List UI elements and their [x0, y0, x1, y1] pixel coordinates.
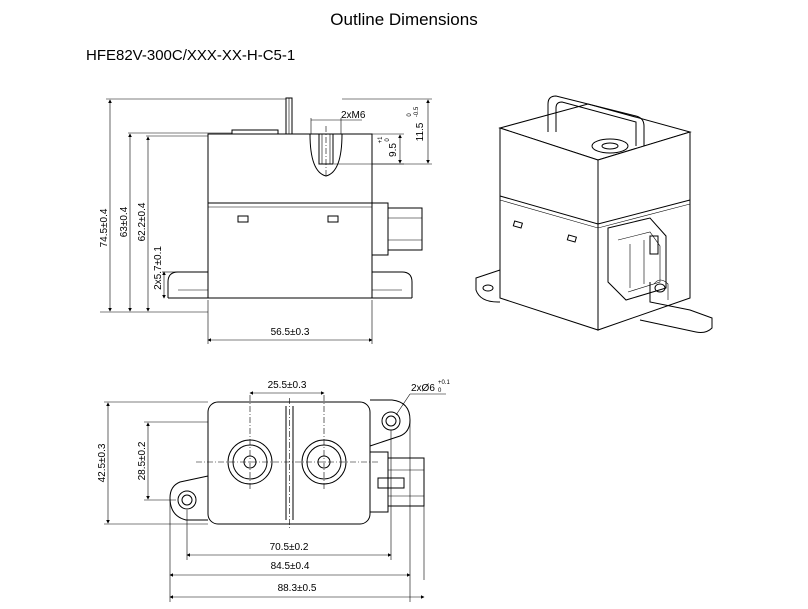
top-view: 25.5±0.3 2xØ6 +0.1 0 42.5±0.3 28.5±0.2 7…	[97, 380, 451, 602]
dim-thread-depth-tol-upper: +1	[378, 136, 384, 144]
isometric-view	[475, 95, 713, 333]
dim-depth-total: 42.5±0.3	[97, 443, 108, 482]
dim-length-mid: 84.5±0.4	[271, 561, 310, 572]
dim-stud-height: 11.5	[415, 122, 426, 141]
dim-height-body: 63±0.4	[119, 206, 130, 237]
hole-tol-upper: +0.1	[438, 380, 451, 386]
dim-thread-depth: 9.5	[388, 143, 399, 157]
front-view: 2xM6 74.5±0.4 63±0.4 62.2±0.4 2x5.7±0.1 …	[99, 97, 432, 344]
front-body	[207, 133, 373, 299]
hole-label: 2xØ6	[411, 383, 435, 394]
coil-connector	[387, 207, 423, 251]
model-number: HFE82V-300C/XXX-XX-H-C5-1	[86, 47, 296, 64]
dim-hole-pitch: 70.5±0.2	[270, 542, 309, 553]
mount-hole-left	[177, 490, 197, 510]
dim-stud-height-tol-lower: -0.5	[414, 106, 420, 117]
dim-stud-height-tol-upper: 0	[407, 113, 413, 117]
thread-label: 2xM6	[341, 110, 366, 121]
dim-length-total: 88.3±0.5	[278, 583, 317, 594]
dim-foot-height: 2x5.7±0.1	[153, 246, 164, 290]
iso-left-face	[499, 127, 599, 331]
hole-tol-lower: 0	[438, 388, 442, 394]
dim-height-cover: 62.2±0.4	[137, 202, 148, 241]
dim-terminal-pitch: 25.5±0.3	[268, 380, 307, 391]
page-title: Outline Dimensions	[330, 10, 478, 29]
latch-slot	[327, 215, 339, 223]
dim-height-total: 74.5±0.4	[99, 208, 110, 247]
dim-depth-inner: 28.5±0.2	[137, 441, 148, 480]
dim-thread-depth-tol-lower: 0	[385, 138, 391, 142]
top-connector	[387, 457, 425, 507]
mount-hole-right	[381, 411, 401, 431]
iso-connector	[607, 217, 667, 301]
dim-width: 56.5±0.3	[271, 327, 310, 338]
latch-slot	[237, 215, 249, 223]
